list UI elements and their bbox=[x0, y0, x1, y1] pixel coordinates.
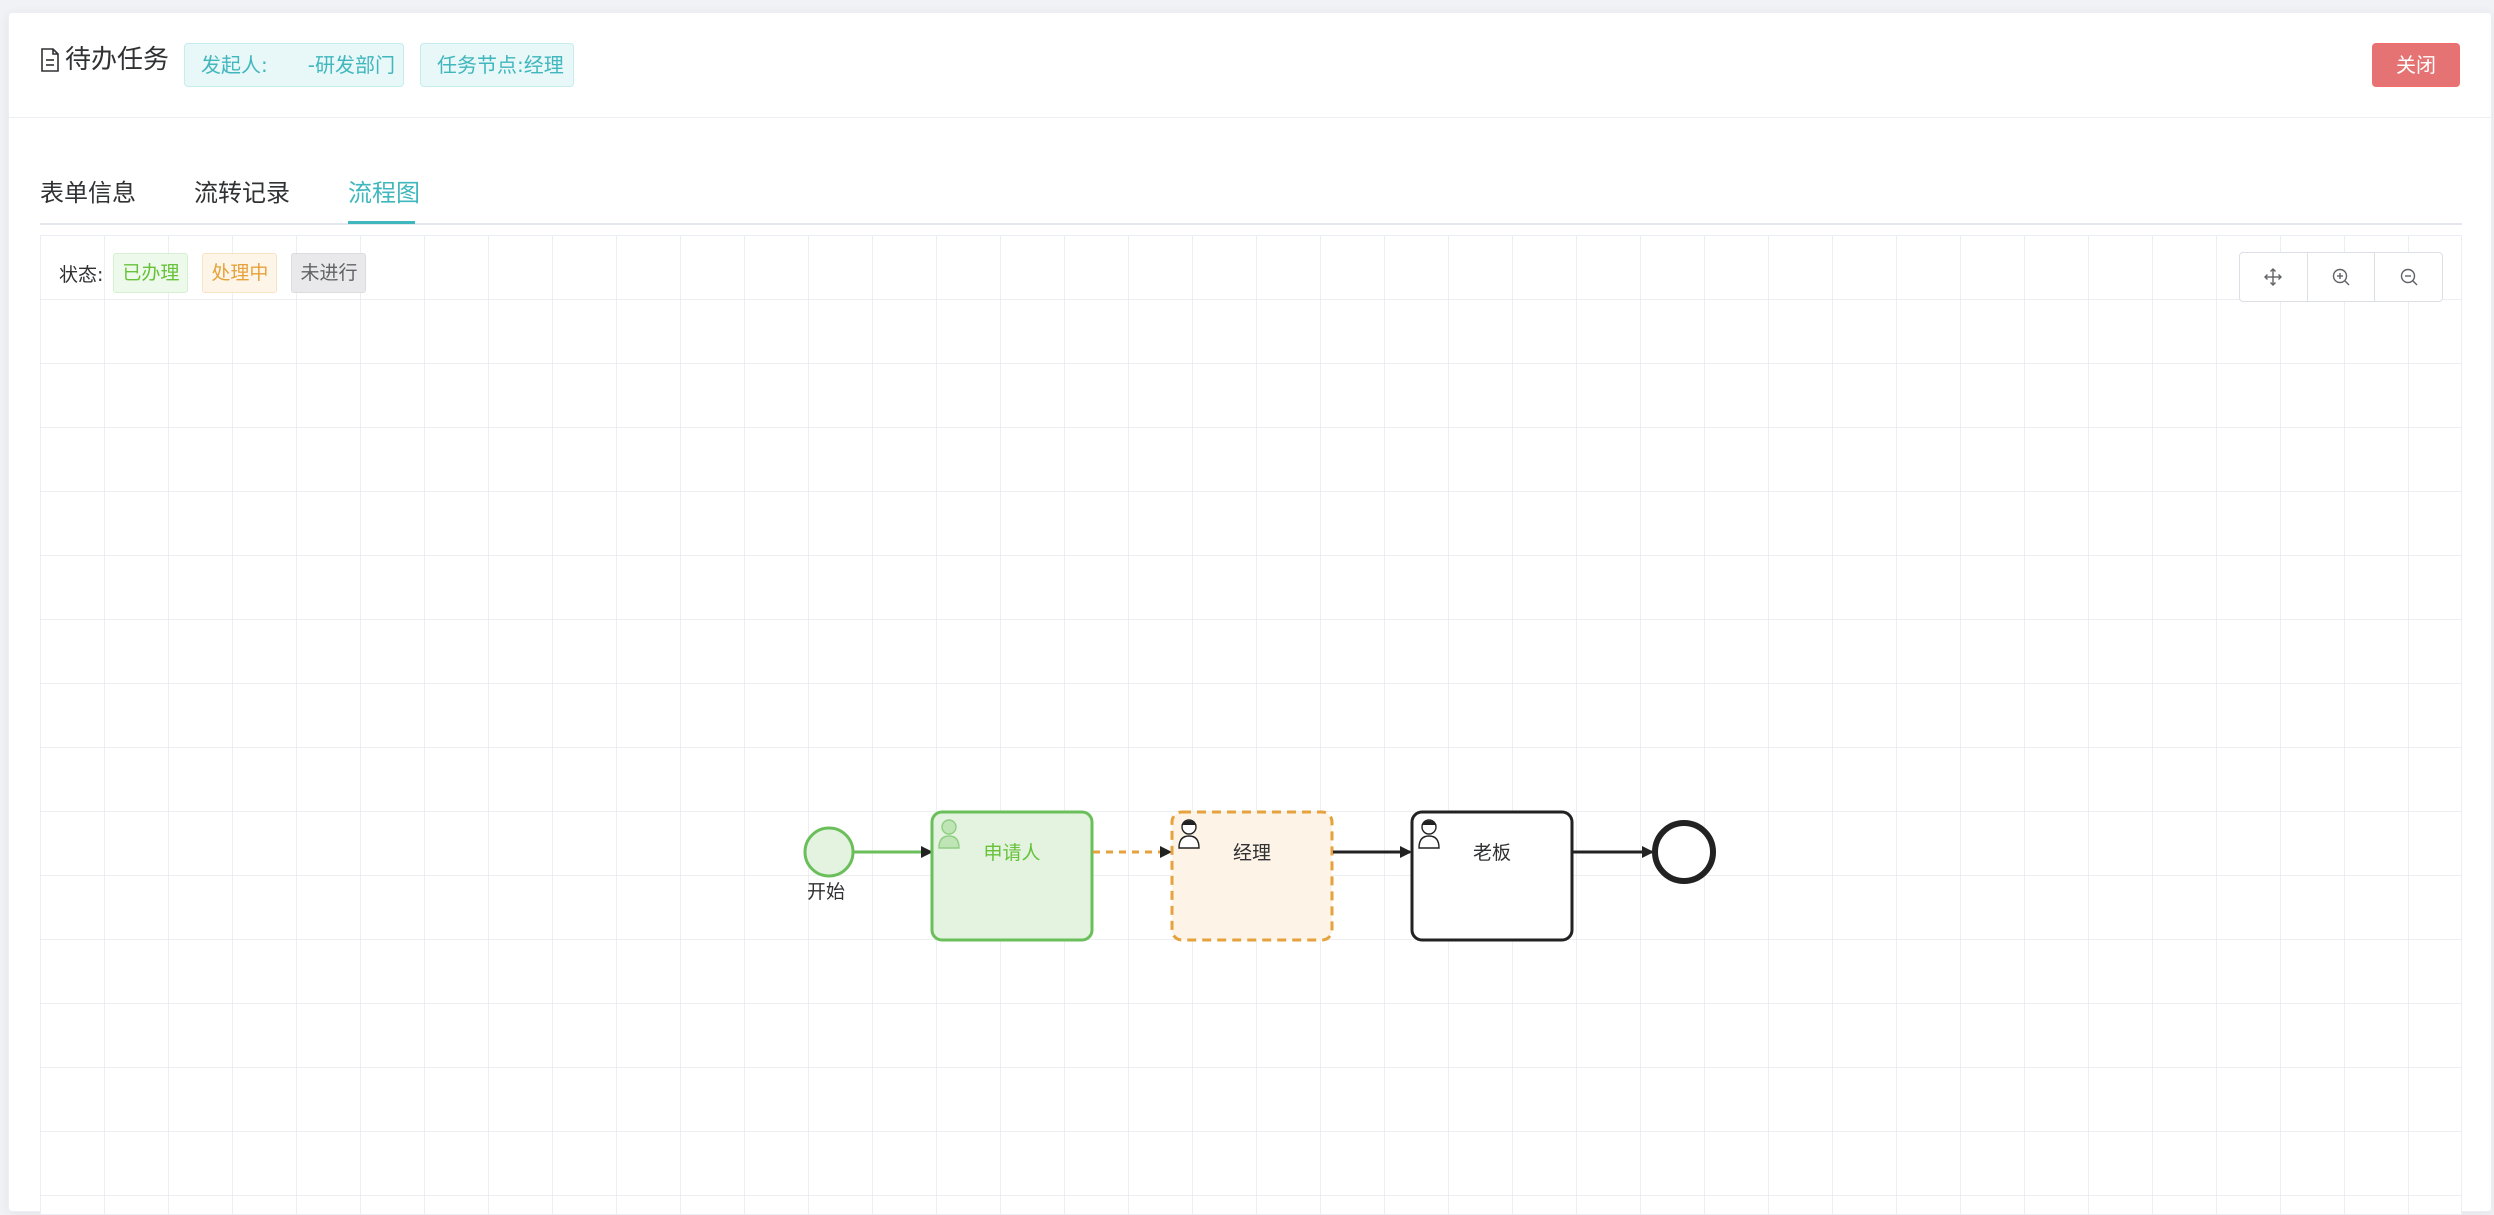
zoom-out-icon bbox=[2400, 268, 2418, 286]
task-boss[interactable] bbox=[1410, 810, 1574, 942]
user-icon bbox=[938, 819, 960, 849]
start-event-label: 开始 bbox=[807, 881, 845, 903]
page-title: 待办任务 bbox=[39, 43, 169, 77]
user-icon bbox=[1418, 819, 1440, 849]
zoom-out-button[interactable] bbox=[2375, 253, 2442, 301]
zoom-in-icon bbox=[2332, 268, 2350, 286]
initiator-tag: 发起人: -研发部门 bbox=[184, 43, 404, 87]
tab-flow-diagram[interactable]: 流程图 bbox=[348, 179, 420, 207]
zoom-toolbar bbox=[2239, 252, 2443, 302]
card-header: 待办任务 发起人: -研发部门 任务节点:经理 关闭 bbox=[9, 13, 2491, 118]
tab-form-info[interactable]: 表单信息 bbox=[40, 179, 136, 207]
tab-flow-record[interactable]: 流转记录 bbox=[194, 179, 290, 207]
diagram-canvas[interactable]: 状态: 已办理 处理中 未进行 bbox=[40, 235, 2462, 1215]
status-legend: 状态: 已办理 处理中 未进行 bbox=[59, 252, 380, 294]
move-icon bbox=[2264, 268, 2283, 286]
task-node-tag: 任务节点:经理 bbox=[420, 43, 574, 87]
legend-doing-tag: 处理中 bbox=[202, 253, 278, 293]
legend-done-tag: 已办理 bbox=[113, 253, 189, 293]
legend-todo-tag: 未进行 bbox=[291, 253, 367, 293]
start-event[interactable] bbox=[803, 826, 855, 878]
end-event[interactable] bbox=[1652, 820, 1716, 884]
fit-view-button[interactable] bbox=[2240, 253, 2308, 301]
active-tab-indicator bbox=[348, 221, 415, 224]
task-applicant-label: 申请人 bbox=[983, 842, 1040, 864]
document-icon bbox=[41, 48, 59, 72]
page-title-text: 待办任务 bbox=[65, 45, 170, 75]
zoom-in-button[interactable] bbox=[2308, 253, 2376, 301]
close-button[interactable]: 关闭 bbox=[2372, 43, 2460, 87]
task-manager[interactable] bbox=[1170, 810, 1334, 942]
task-boss-label: 老板 bbox=[1473, 842, 1511, 864]
process-diagram: 开始 申请人 经理 bbox=[803, 810, 1716, 942]
legend-label: 状态: bbox=[59, 263, 104, 286]
task-applicant[interactable] bbox=[930, 810, 1094, 942]
tab-bar: 表单信息 流转记录 流程图 bbox=[40, 163, 2462, 225]
task-card: 待办任务 发起人: -研发部门 任务节点:经理 关闭 表单信息 流转记录 流程图… bbox=[8, 12, 2492, 1215]
task-manager-label: 经理 bbox=[1233, 842, 1271, 864]
user-icon bbox=[1178, 819, 1200, 849]
